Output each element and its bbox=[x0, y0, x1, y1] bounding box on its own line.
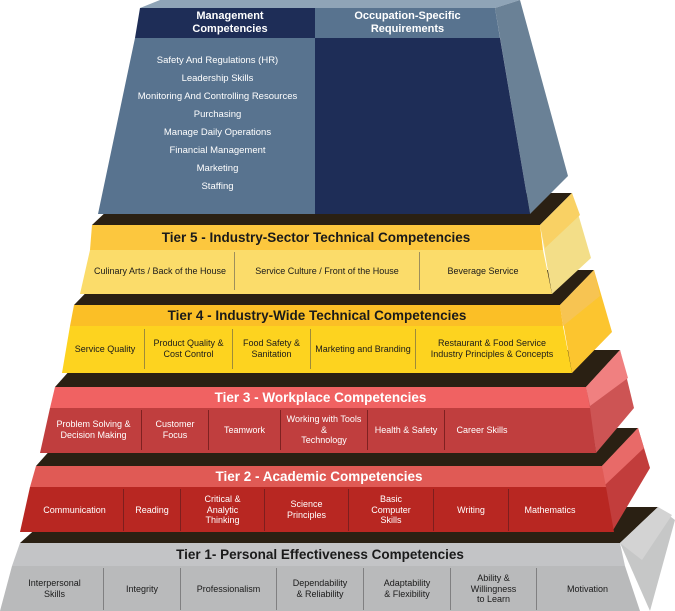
tier1-title: Tier 1- Personal Effectiveness Competenc… bbox=[176, 547, 464, 563]
tier3-item: Health & Safety bbox=[367, 410, 444, 450]
tier3-item: Teamwork bbox=[208, 410, 280, 450]
tier2-item: Basic Computer Skills bbox=[348, 489, 433, 531]
tier3-item: Customer Focus bbox=[141, 410, 208, 450]
tier1-item: Motivation bbox=[536, 568, 638, 610]
tier2-item: Mathematics bbox=[508, 489, 591, 531]
management-item: Staffing bbox=[201, 181, 234, 192]
tier1-item: Professionalism bbox=[180, 568, 276, 610]
top-block-shape bbox=[98, 0, 568, 214]
tier1-item: Adaptability & Flexibility bbox=[363, 568, 450, 610]
tier5-item: Beverage Service bbox=[419, 252, 546, 290]
tier5-item: Service Culture / Front of the House bbox=[234, 252, 419, 290]
tier1-item: Integrity bbox=[103, 568, 180, 610]
tier4-item: Restaurant & Food Service Industry Princ… bbox=[415, 329, 568, 369]
tier4-title: Tier 4 - Industry-Wide Technical Compete… bbox=[167, 308, 467, 324]
tier5-items: Culinary Arts / Back of the House Servic… bbox=[86, 252, 546, 290]
tier1-item: Interpersonal Skills bbox=[28, 578, 81, 599]
occupation-specific-header: Occupation-Specific Requirements bbox=[354, 10, 461, 35]
management-item: Leadership Skills bbox=[181, 73, 254, 84]
tier4-item: Product Quality & Cost Control bbox=[144, 329, 232, 369]
tier3-items: Problem Solving & Decision Making Custom… bbox=[46, 410, 592, 450]
tier2-item: Science Principles bbox=[264, 489, 348, 531]
tier1-item: Ability & Willingness to Learn bbox=[450, 568, 536, 610]
tier2-item: Reading bbox=[123, 489, 180, 531]
tier2-item: Critical & Analytic Thinking bbox=[180, 489, 264, 531]
tier2-title: Tier 2 - Academic Competencies bbox=[215, 468, 423, 484]
tier2-item: Communication bbox=[43, 504, 106, 515]
management-item: Manage Daily Operations bbox=[163, 127, 272, 138]
tier5-item: Culinary Arts / Back of the House bbox=[93, 265, 227, 276]
management-item: Marketing bbox=[196, 163, 239, 174]
tier1-items: Interpersonal Skills Integrity Professio… bbox=[6, 568, 638, 610]
management-item: Safety And Regulations (HR) bbox=[156, 55, 279, 66]
tier2-items: Communication Reading Critical & Analyti… bbox=[26, 489, 611, 531]
tier3-item: Career Skills bbox=[444, 410, 519, 450]
tier1-item: Dependability & Reliability bbox=[276, 568, 363, 610]
tier2-item: Writing bbox=[433, 489, 508, 531]
tier3-title: Tier 3 - Workplace Competencies bbox=[214, 389, 427, 405]
management-competencies-list: Safety And Regulations (HR) Leadership S… bbox=[115, 52, 320, 196]
management-competencies-header: Management Competencies bbox=[192, 10, 268, 35]
tier3-item: Working with Tools & Technology bbox=[280, 410, 367, 450]
tier3-item: Problem Solving & Decision Making bbox=[56, 419, 131, 440]
tier4-item: Marketing and Branding bbox=[310, 329, 415, 369]
tier4-items: Service Quality Product Quality & Cost C… bbox=[66, 329, 568, 369]
tier2-shape bbox=[20, 428, 650, 532]
management-item: Financial Management bbox=[169, 145, 266, 156]
management-item: Purchasing bbox=[193, 109, 242, 120]
tier5-title: Tier 5 - Industry-Sector Technical Compe… bbox=[161, 230, 471, 246]
tier4-item: Service Quality bbox=[74, 343, 136, 354]
management-item: Monitoring And Controlling Resources bbox=[137, 91, 298, 102]
tier4-item: Food Safety & Sanitation bbox=[232, 329, 310, 369]
